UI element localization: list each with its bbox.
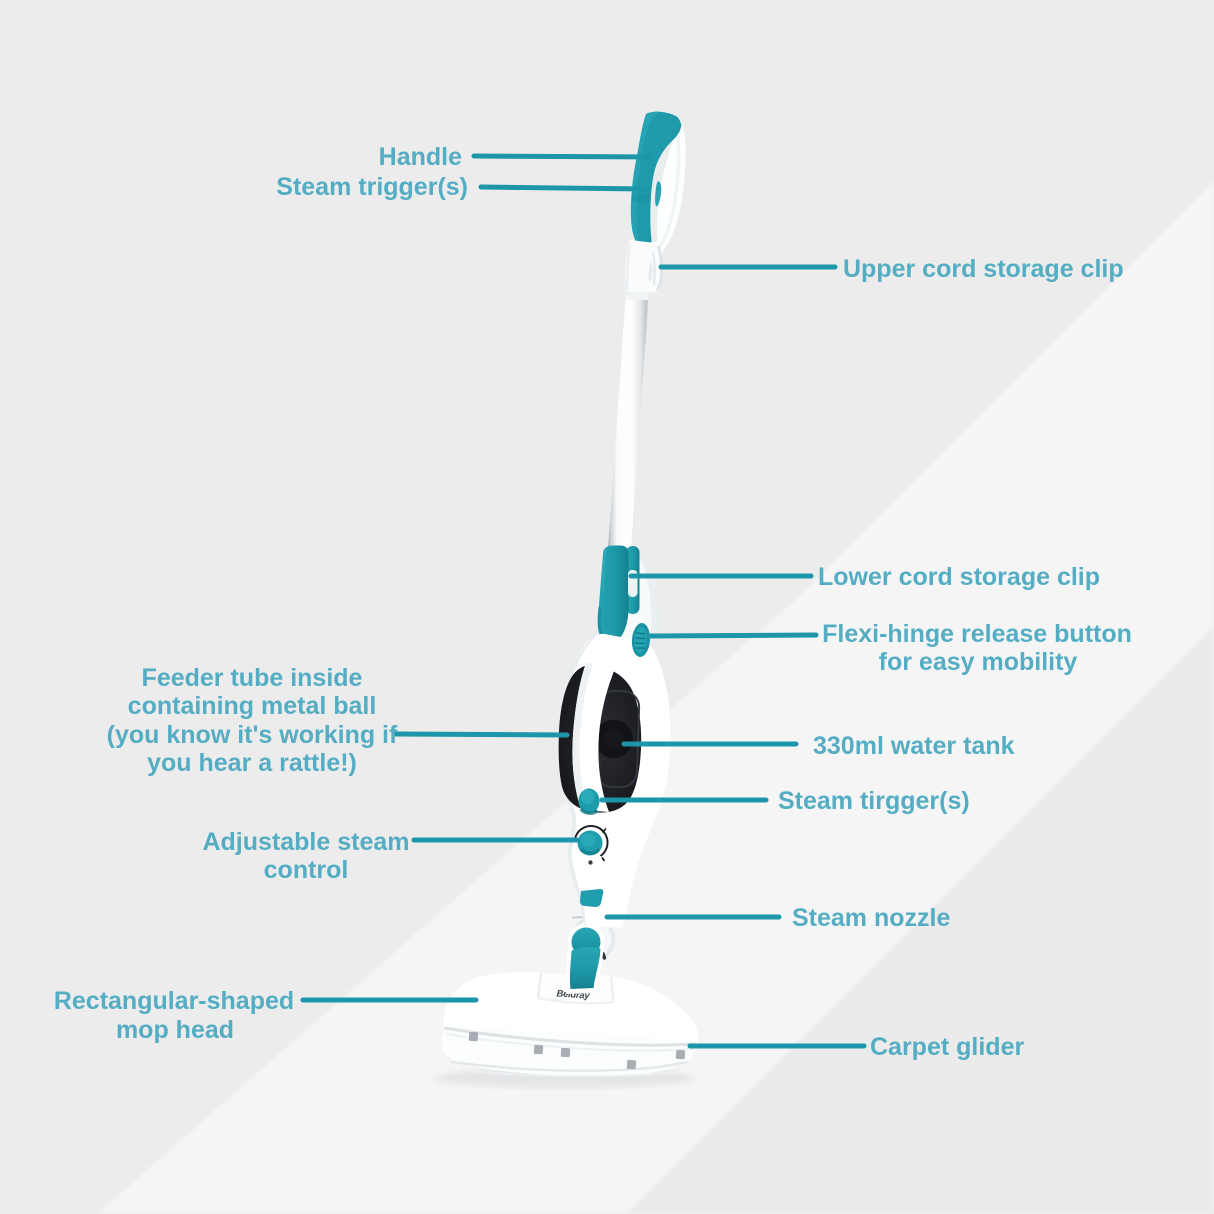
svg-text:330ml water tank: 330ml water tank	[813, 732, 1015, 760]
svg-text:mop head: mop head	[116, 1016, 234, 1044]
svg-text:Steam nozzle: Steam nozzle	[792, 904, 950, 932]
svg-text:containing metal ball: containing metal ball	[128, 692, 377, 720]
svg-text:you hear a rattle!): you hear a rattle!)	[147, 749, 357, 777]
svg-text:Upper cord storage clip: Upper cord storage clip	[843, 255, 1124, 283]
svg-text:Feeder tube inside: Feeder tube inside	[142, 664, 363, 692]
svg-text:Carpet glider: Carpet glider	[870, 1033, 1024, 1061]
svg-text:Handle: Handle	[379, 143, 462, 171]
svg-text:for easy mobility: for easy mobility	[879, 648, 1078, 676]
svg-text:Lower cord storage clip: Lower cord storage clip	[818, 563, 1100, 591]
svg-text:control: control	[264, 856, 349, 884]
svg-text:(you know it's working if: (you know it's working if	[107, 721, 398, 749]
svg-text:Steam trigger(s): Steam trigger(s)	[276, 173, 468, 201]
svg-text:Flexi-hinge release button: Flexi-hinge release button	[822, 620, 1132, 648]
svg-text:Adjustable steam: Adjustable steam	[202, 828, 409, 856]
svg-text:Steam tirgger(s): Steam tirgger(s)	[778, 787, 970, 815]
svg-text:Rectangular-shaped: Rectangular-shaped	[54, 987, 294, 1015]
